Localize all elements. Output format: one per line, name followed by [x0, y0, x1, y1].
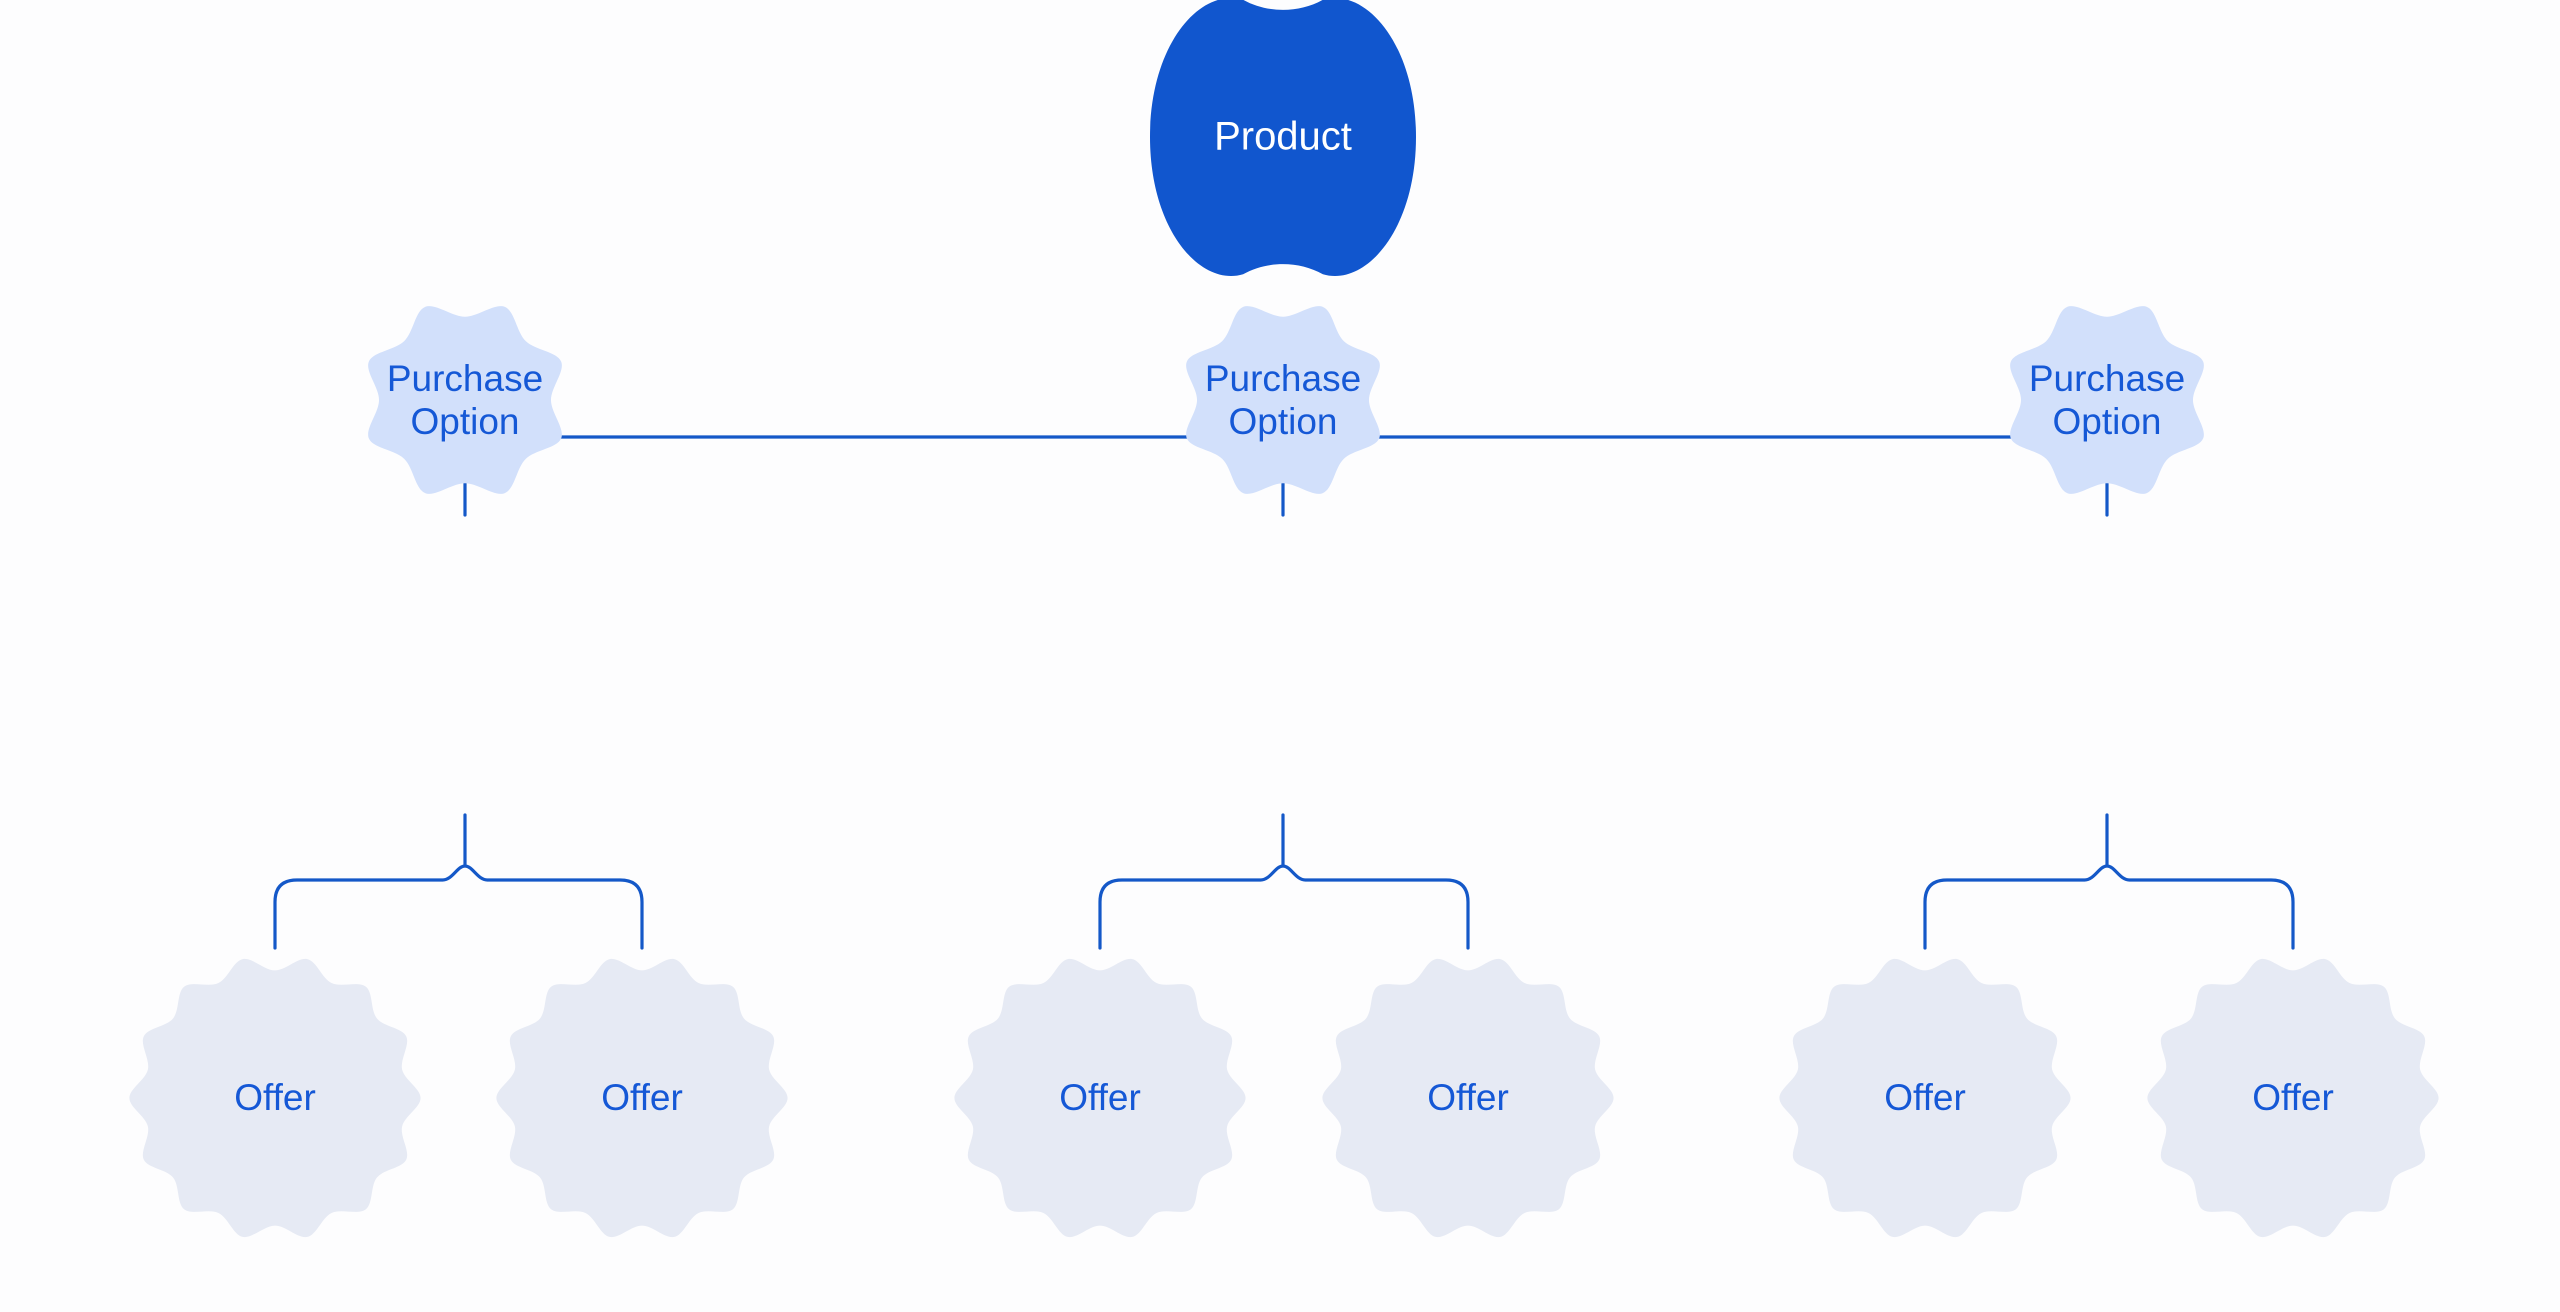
- node-product[interactable]: Product: [1150, 0, 1416, 276]
- purchase-option-node-shape: [368, 306, 562, 494]
- node-offer-1[interactable]: Offer: [496, 958, 788, 1238]
- product-node-shape: [1150, 0, 1416, 276]
- node-offer-5[interactable]: Offer: [2147, 958, 2439, 1238]
- connector-purchase-option-to-offers-0: [273, 813, 644, 950]
- purchase-option-node-shape: [2010, 306, 2204, 494]
- node-offer-3[interactable]: Offer: [1322, 958, 1614, 1238]
- connector-purchase-option-to-offers-1: [1098, 813, 1470, 950]
- offer-node-shape: [1779, 958, 2071, 1238]
- offer-node-shape: [1322, 958, 1614, 1238]
- offer-node-shape: [129, 958, 421, 1238]
- node-offer-4[interactable]: Offer: [1779, 958, 2071, 1238]
- node-offer-2[interactable]: Offer: [954, 958, 1246, 1238]
- offer-node-shape: [954, 958, 1246, 1238]
- connector-purchase-option-to-offers-2: [1923, 813, 2295, 950]
- purchase-option-node-shape: [1186, 306, 1380, 494]
- offer-node-shape: [2147, 958, 2439, 1238]
- node-offer-0[interactable]: Offer: [129, 958, 421, 1238]
- offer-node-shape: [496, 958, 788, 1238]
